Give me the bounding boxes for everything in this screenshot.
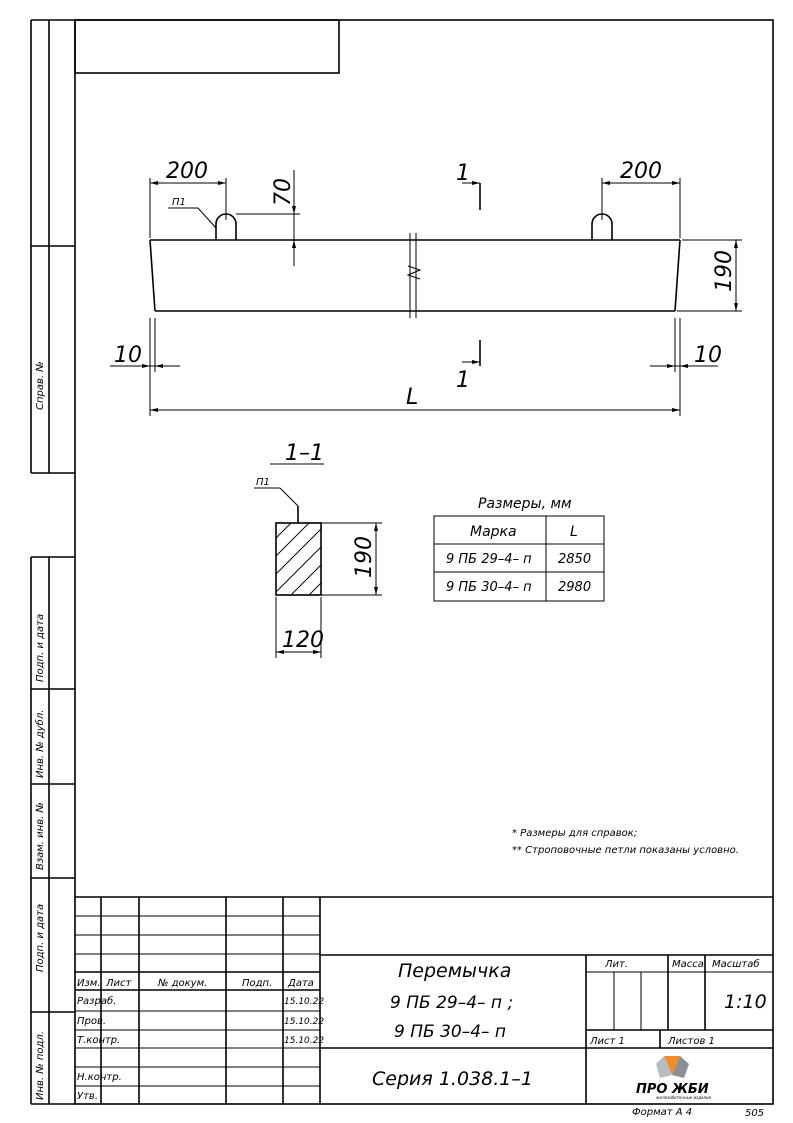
logo-text: ПРО ЖБИ	[636, 1082, 709, 1097]
role-norm-control: Н.контр.	[77, 1072, 122, 1083]
section-dim-190	[321, 522, 382, 596]
dim-L	[150, 408, 680, 412]
date-2: 15.10.22	[284, 1017, 324, 1027]
stamp-sign-date-2: Подп. и дата	[35, 904, 46, 972]
note-1: * Размеры для справок;	[512, 828, 637, 839]
dim-10-right-label: 10	[694, 343, 722, 368]
beam-elevation	[149, 233, 681, 318]
sizes-table-grid	[433, 515, 605, 602]
sizes-row2-l: 2980	[558, 580, 591, 595]
stamp-inv-podl: Инв. № подл.	[35, 1031, 46, 1100]
sizes-header-mark: Марка	[470, 524, 517, 540]
stamp-vzam-inv: Взам. инв. №	[35, 802, 46, 870]
scale-value: 1:10	[724, 991, 767, 1013]
product-mark-2: 9 ПБ 30–4– п	[394, 1022, 506, 1042]
dim-70-label: 70	[271, 178, 296, 206]
title-block-grid	[75, 896, 773, 1104]
sheets-label: Листов 1	[667, 1036, 715, 1047]
dim-190	[677, 239, 742, 312]
sizes-table-caption: Размеры, мм	[478, 496, 572, 512]
date-1: 15.10.22	[284, 997, 324, 1007]
loop-label-p1: П1	[172, 197, 186, 208]
stamp-sign-date-1: Подп. и дата	[35, 614, 46, 682]
section-rect	[275, 522, 322, 596]
section-dim-190-label: 190	[352, 536, 377, 578]
section-mark-bottom	[462, 340, 481, 366]
left-margin-strips	[30, 19, 75, 1105]
series-label: Серия 1.038.1–1	[372, 1068, 533, 1090]
col-sign: Подп.	[242, 978, 272, 989]
section-dim-120-label: 120	[282, 628, 324, 653]
dim-190-label: 190	[712, 250, 737, 292]
sizes-row1-l: 2850	[558, 552, 591, 567]
lit-label: Лит.	[604, 959, 628, 970]
dim-200-right-label: 200	[620, 159, 662, 184]
dim-10-left-label: 10	[114, 343, 142, 368]
logo-subtext: железобетонные изделия	[655, 1095, 712, 1100]
section-dim-120	[275, 597, 322, 658]
col-doc-no: № докум.	[157, 978, 207, 989]
section-mark-top-label: 1	[456, 161, 470, 186]
role-approved: Утв.	[77, 1091, 98, 1102]
dim-70	[236, 170, 300, 266]
format-label: Формат А 4	[632, 1107, 692, 1118]
role-checked: Пров.	[77, 1016, 106, 1027]
col-list: Лист	[105, 978, 133, 989]
dim-10-right	[650, 318, 718, 416]
section-title: 1–1	[285, 441, 324, 466]
sheet-label: Лист 1	[589, 1036, 625, 1047]
dim-10-left	[110, 318, 180, 416]
dim-L-label: L	[406, 385, 418, 410]
role-tech-control: Т.контр.	[77, 1035, 120, 1046]
page-code: 505	[745, 1108, 764, 1119]
dim-200-left-label: 200	[166, 159, 208, 184]
sizes-row1-mark: 9 ПБ 29–4– п	[446, 552, 532, 567]
stamp-sprav-no: Справ. №	[35, 361, 46, 410]
section-mark-bottom-label: 1	[456, 368, 470, 393]
col-date: Дата	[287, 978, 314, 989]
section-mark-top	[462, 181, 481, 210]
date-3: 15.10.22	[284, 1036, 324, 1046]
note-2: ** Строповочные петли показаны условно.	[512, 845, 739, 856]
dim-200-right	[601, 178, 681, 238]
col-izm: Изм.	[77, 978, 101, 989]
stamp-inv-dubl: Инв. № дубл.	[34, 710, 46, 778]
sheet-frame	[74, 19, 774, 1105]
sizes-row2-mark: 9 ПБ 30–4– п	[446, 580, 532, 595]
section-loop-label: П1	[256, 477, 270, 488]
dim-200-left	[149, 178, 227, 238]
role-developer: Разраб.	[77, 995, 116, 1007]
top-stamp-box	[74, 19, 340, 74]
sizes-header-l: L	[570, 524, 578, 540]
mass-label: Масса	[672, 959, 704, 970]
company-logo: ПРО ЖБИ железобетонные изделия	[636, 1056, 712, 1100]
product-name: Перемычка	[398, 960, 511, 982]
scale-label: Масштаб	[712, 958, 760, 970]
product-mark-1: 9 ПБ 29–4– п ;	[390, 993, 513, 1013]
